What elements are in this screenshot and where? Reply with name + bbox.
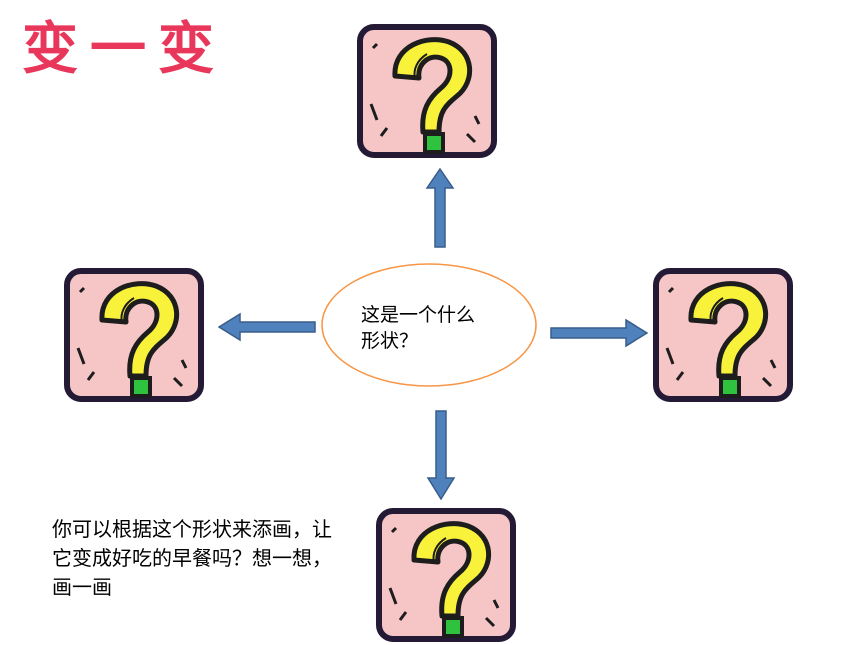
arrow-up-icon: [425, 168, 455, 248]
arrow-left-icon: [218, 312, 316, 342]
question-box-left: [64, 268, 204, 402]
page-title: 变一变: [22, 17, 226, 82]
arrow-down-icon: [426, 410, 456, 500]
question-mark-icon: [64, 268, 204, 402]
arrow-right-icon: [550, 318, 648, 348]
question-mark-icon: [357, 24, 497, 158]
center-ellipse: [320, 262, 538, 388]
question-mark-icon: [653, 268, 793, 402]
question-box-right: [653, 268, 793, 402]
instruction-text: 你可以根据这个形状来添画，让它变成好吃的早餐吗？想一想，画一画: [52, 517, 332, 599]
center-question-text: 这是一个什么形状？: [361, 304, 476, 352]
question-mark-icon: [376, 508, 516, 642]
question-box-bottom: [376, 508, 516, 642]
question-box-top: [357, 24, 497, 158]
